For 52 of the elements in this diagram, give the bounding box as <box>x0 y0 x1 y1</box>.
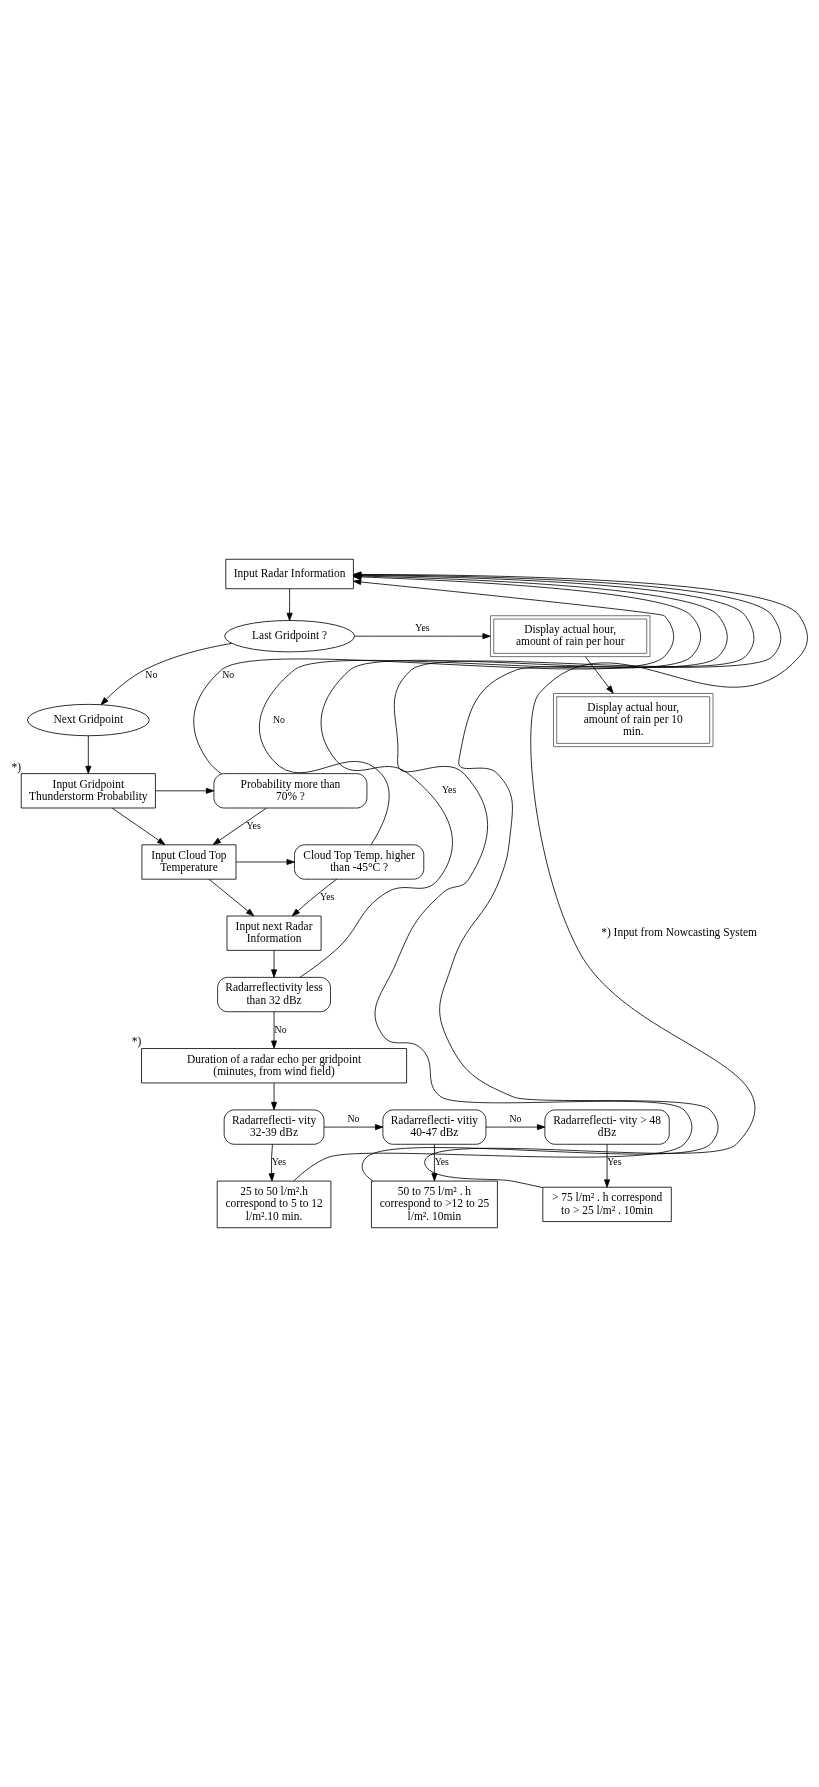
node-label: *) <box>11 760 22 773</box>
arrow <box>431 1143 438 1182</box>
arrow <box>155 787 215 794</box>
node-ellipse: Last Gridpoint ? <box>224 620 355 653</box>
edge-label: No <box>274 1023 287 1035</box>
arrow <box>268 1144 275 1182</box>
edge-label: No <box>272 713 285 725</box>
node-box: > 75 l/m² . h correspond to > 25 l/m² . 10min <box>542 1186 672 1222</box>
arrow <box>291 878 338 917</box>
arrow <box>235 859 295 865</box>
arrow <box>100 642 233 706</box>
arrow <box>85 735 92 774</box>
arrow <box>604 1143 611 1188</box>
arrow <box>193 579 675 775</box>
node-box: Duration of a radar echo per gridpoint (minutes, from wind field) <box>141 1048 407 1084</box>
node-ellipse: Next Gridpoint <box>26 703 150 737</box>
edge-label: Yes <box>434 1156 449 1168</box>
node-box: Radarreflecti- vity > 48 dBz <box>544 1109 670 1145</box>
edge-label: No <box>347 1112 360 1124</box>
node-box: 25 to 50 l/m².h correspond to 5 to 12 l/m².10 min. <box>216 1180 332 1229</box>
edge-label: Yes <box>246 819 261 831</box>
arrow <box>584 656 614 694</box>
node-box: Radarreflecti- vity 32-39 dBz <box>223 1109 325 1145</box>
edge-label: No <box>509 1112 522 1124</box>
node-box: Radarreflectivity less than 32 dBz <box>217 976 331 1013</box>
edge-label: Yes <box>415 621 430 633</box>
arrow <box>271 1011 278 1049</box>
node-box: 50 to 75 l/m² . h correspond to >12 to 25 l/m². 10min <box>371 1180 498 1229</box>
node-box: Cloud Top Temp. higher than -45°C ? <box>294 844 425 880</box>
arrow <box>208 878 255 917</box>
node-box: Input Gridpoint Thunderstorm Probability <box>20 773 156 809</box>
node-box: Input next Radar Information <box>226 915 322 951</box>
node-box: Input Radar Information <box>225 558 354 590</box>
node-label: *) <box>131 1035 142 1048</box>
arrow <box>286 588 293 621</box>
arrow <box>271 1082 278 1111</box>
arrow <box>212 807 267 845</box>
node-box: Radarreflecti- vitiy 40-47 dBz <box>382 1109 487 1145</box>
arrow <box>354 633 491 640</box>
label: *) Input from Nowcasting System <box>601 926 757 939</box>
edge-label: Yes <box>607 1156 622 1168</box>
arrow <box>271 950 278 978</box>
arrow <box>485 1124 546 1131</box>
node-box: Probability more than 70% ? <box>213 773 368 809</box>
edge-label: Yes <box>320 891 335 903</box>
edge-label: Yes <box>442 784 457 796</box>
arrow <box>111 807 166 845</box>
edge-label: No <box>145 668 158 680</box>
edge-label: Yes <box>271 1156 287 1168</box>
edge-label: No <box>222 668 235 680</box>
node-box: Input Cloud Top Temperature <box>141 844 237 880</box>
arrow <box>323 1124 384 1131</box>
